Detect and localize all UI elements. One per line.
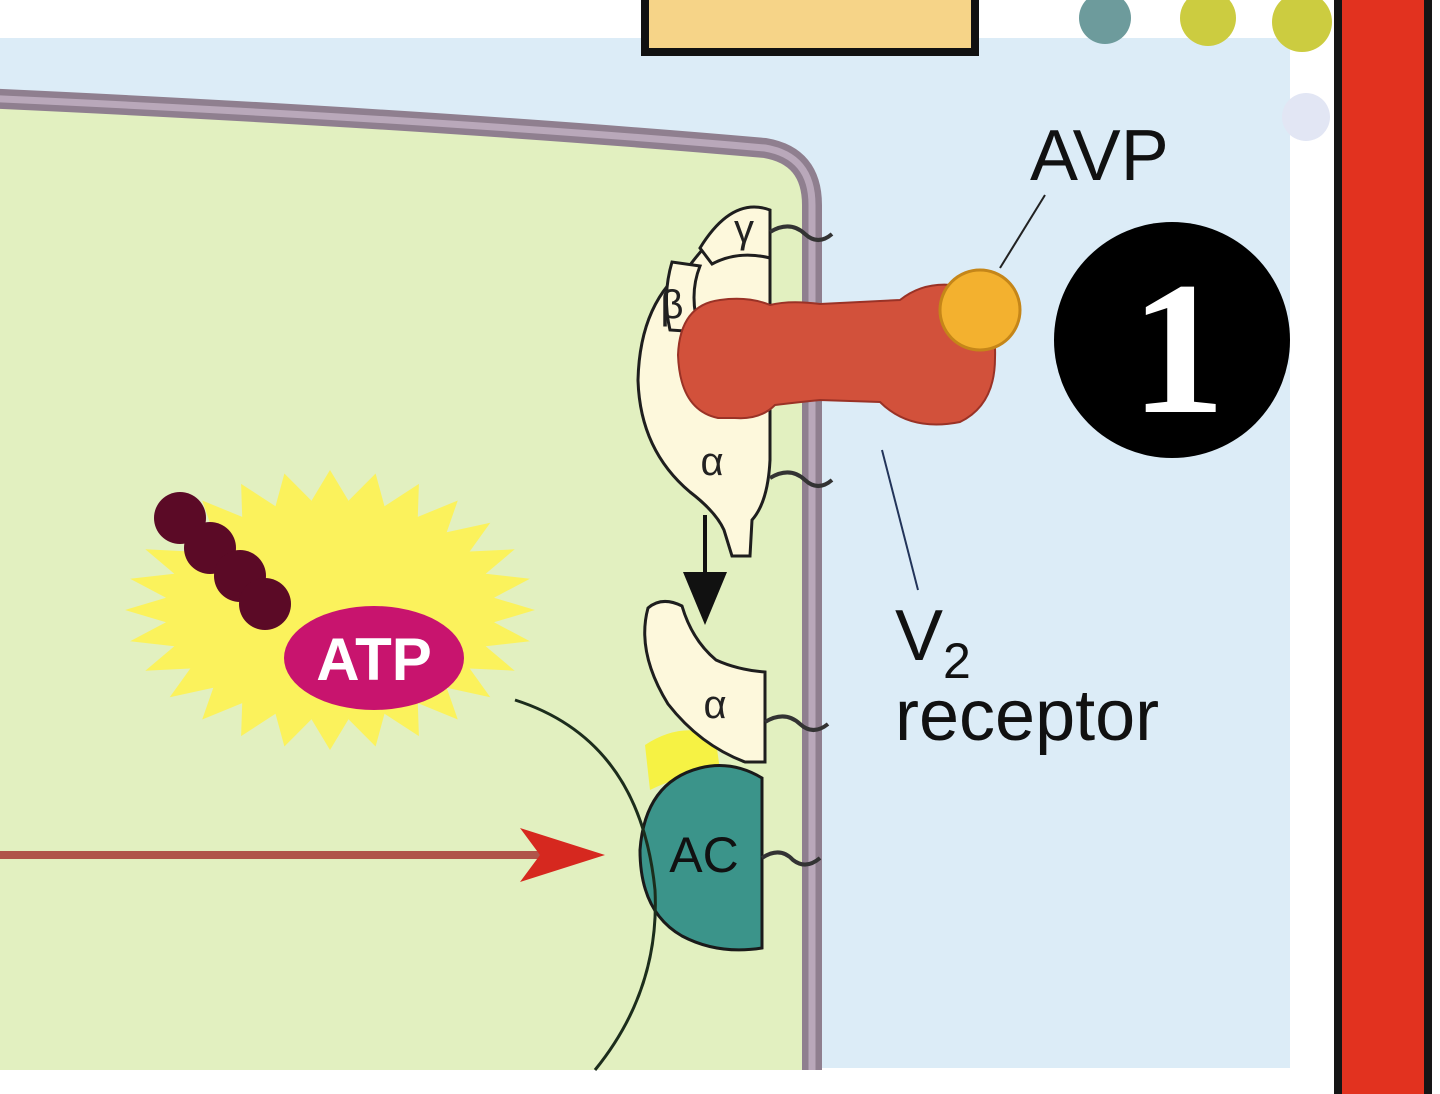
v2-receptor: [676, 283, 997, 426]
reaction-curve: [514, 698, 657, 1071]
adenylyl-cyclase: AC: [638, 764, 822, 952]
lipid-anchor-gamma: [768, 224, 834, 242]
receptor-symbol-letter: V: [895, 596, 943, 676]
dot-teal: [1079, 0, 1131, 44]
adenylyl-cyclase-label: AC: [669, 827, 738, 883]
lipid-anchor-alpha-lower: [763, 714, 830, 732]
avp-leader-line: [999, 194, 1046, 269]
dot-yellow-2: [1272, 0, 1332, 52]
top-box-fragment: [641, 0, 979, 56]
avp-label: AVP: [1030, 116, 1169, 196]
phosphate-chain: [154, 492, 291, 630]
receptor-leader-line: [881, 449, 919, 591]
lipid-anchor-alpha-upper: [768, 470, 834, 488]
alpha-ac-contact: [645, 730, 720, 790]
dot-yellow: [1180, 0, 1236, 46]
g-beta-label: β: [660, 283, 683, 327]
atp-label: ATP: [316, 626, 432, 693]
receptor-word: receptor: [895, 676, 1159, 756]
lipid-anchor-ac: [760, 850, 822, 867]
blood-vessel-wall: [1334, 0, 1432, 1094]
g-gamma-subunit: [698, 205, 772, 266]
step-number: 1: [1131, 244, 1226, 454]
step-badge: [1054, 222, 1290, 458]
activation-arrow-head: [683, 572, 727, 625]
receptor-subscript: 2: [943, 633, 971, 689]
stimulus-arrow-head: [520, 828, 605, 882]
receptor-symbol: V2: [895, 596, 971, 689]
adenylyl-cyclase-body: [638, 764, 764, 952]
phosphate-group: [239, 578, 291, 630]
avp-hormone: [938, 268, 1022, 352]
g-alpha-subunit-active: α: [643, 600, 830, 764]
dot-faint: [1282, 93, 1330, 141]
g-gamma-label: γ: [734, 207, 754, 251]
g-alpha-lower-label: α: [703, 683, 726, 727]
atp-molecule: ATP: [125, 470, 535, 750]
g-alpha-upper-label: α: [700, 440, 723, 484]
atp-badge: [284, 606, 464, 710]
g-alpha-subunit-active-body: [643, 600, 767, 764]
